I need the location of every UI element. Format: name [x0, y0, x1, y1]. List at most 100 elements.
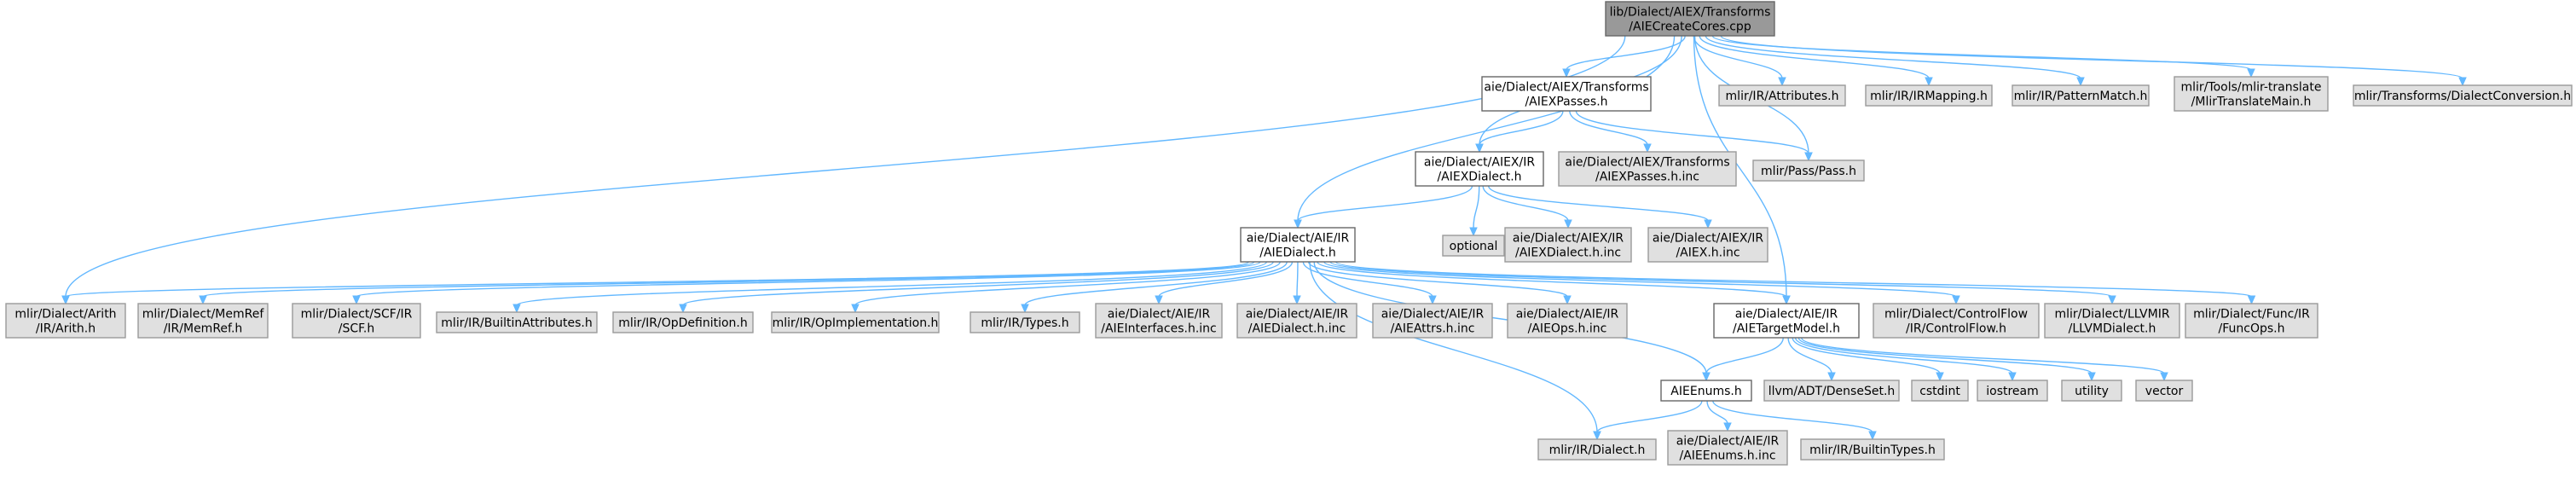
node-box [1537, 438, 1657, 461]
node-label-line: /AIEXDialect.h [1437, 171, 1521, 184]
node-box [1763, 380, 1900, 402]
node-box [970, 311, 1080, 333]
node-irmapping: mlir/IR/IRMapping.h [1865, 84, 1993, 107]
node-aietargetmodel[interactable]: aie/Dialect/AIE/IR/AIETargetModel.h [1713, 303, 1860, 339]
node-types: mlir/IR/Types.h [970, 311, 1080, 333]
node-label-line: aie/Dialect/AIEX/IR [1513, 232, 1624, 246]
node-label-line: mlir/Tools/mlir-translate [2181, 81, 2322, 95]
node-label-line: aie/Dialect/AIE/IR [1381, 308, 1485, 322]
node-root[interactable]: lib/Dialect/AIEX/Transforms/AIECreateCor… [1605, 1, 1775, 37]
node-aiexpasses[interactable]: aie/Dialect/AIEX/Transforms/AIEXPasses.h [1481, 76, 1652, 112]
edge-aiedialect-to-opimplementation [851, 261, 1281, 314]
node-label-line: aie/Dialect/AIE/IR [1516, 308, 1619, 322]
node-aiedialect_inc: aie/Dialect/AIE/IR/AIEDialect.h.inc [1236, 303, 1357, 339]
node-label-line: /AIEX.h.inc [1676, 246, 1740, 260]
edge-aiedialect-to-irdialect [1309, 261, 1601, 441]
node-label-line: aie/Dialect/AIE/IR [1247, 232, 1350, 246]
node-irdialect: mlir/IR/Dialect.h [1537, 438, 1657, 461]
node-cstdint: cstdint [1911, 380, 1969, 402]
node-label-line: /LLVMDialect.h [2069, 322, 2156, 336]
edge-aiedialect-to-aietargetmodel [1317, 261, 1791, 305]
node-label-line: /MlirTranslateMain.h [2191, 96, 2312, 109]
node-label-line: cstdint [1919, 385, 1960, 398]
node-controlflow: mlir/Dialect/ControlFlow/IR/ControlFlow.… [1873, 303, 2040, 339]
node-aiexdialect[interactable]: aie/Dialect/AIEX/IR/AIEXDialect.h [1415, 151, 1544, 187]
node-llvmdialect: mlir/Dialect/LLVMIR/LLVMDialect.h [2044, 303, 2180, 339]
edge-aiexpasses-to-aiexpasses_inc [1569, 110, 1652, 154]
node-box [2135, 380, 2193, 402]
edge-aiexpasses-to-pass [1575, 110, 1813, 162]
node-funcops: mlir/Dialect/Func/IR/FuncOps.h [2185, 303, 2318, 339]
node-pass: mlir/Pass/Pass.h [1752, 159, 1865, 182]
edge-aiedialect-to-memref [199, 261, 1255, 305]
node-label-line: aie/Dialect/AIEX/Transforms [1484, 81, 1648, 95]
edge-aietargetmodel-to-denseset [1787, 337, 1836, 382]
node-label-line: aie/Dialect/AIE/IR [1108, 308, 1211, 322]
node-label-line: aie/Dialect/AIE/IR [1735, 308, 1838, 322]
node-label-line: /AIETargetModel.h [1733, 322, 1840, 336]
edge-aietargetmodel-to-vector [1801, 337, 2168, 382]
node-label-line: mlir/IR/OpDefinition.h [618, 316, 747, 330]
node-aieops_inc: aie/Dialect/AIE/IR/AIEOps.h.inc [1507, 303, 1628, 339]
node-box [1507, 303, 1628, 339]
edge-root-to-arith [61, 35, 1626, 305]
edge-aiedialect-to-controlflow [1323, 261, 1960, 305]
node-box [1752, 159, 1865, 182]
node-box [1442, 235, 1505, 257]
node-opimplementation: mlir/IR/OpImplementation.h [771, 311, 940, 333]
edge-aiexpasses-to-aiexdialect [1475, 110, 1564, 154]
node-box [1800, 438, 1945, 461]
node-box [1911, 380, 1969, 402]
node-dialectconversion: mlir/Transforms/DialectConversion.h [2353, 84, 2573, 107]
node-aiexpasses_inc: aie/Dialect/AIEX/Transforms/AIEXPasses.h… [1558, 151, 1737, 187]
edge-root-to-patternmatch [1705, 35, 2085, 87]
node-label-line: mlir/Pass/Pass.h [1761, 165, 1856, 178]
edge-aietargetmodel-to-cstdint [1792, 337, 1944, 382]
node-label-line: mlir/Dialect/LLVMIR [2054, 308, 2169, 322]
node-aieenums[interactable]: AIEEnums.h [1660, 380, 1752, 402]
node-label-line: mlir/Dialect/Arith [14, 308, 116, 322]
node-label-line: aie/Dialect/AIEX/Transforms [1565, 156, 1729, 170]
edge-root-to-attributes [1693, 35, 1786, 87]
node-builtintypes: mlir/IR/BuiltinTypes.h [1800, 438, 1945, 461]
edge-aiedialect-to-opdefinition [679, 261, 1274, 314]
edge-aiedialect-to-builtinattributes [512, 261, 1268, 314]
edge-aiedialect-to-llvmdialect [1329, 261, 2116, 305]
node-label-line: vector [2145, 385, 2184, 398]
node-denseset: llvm/ADT/DenseSet.h [1763, 380, 1900, 402]
node-box [1415, 151, 1544, 187]
node-aiexdialect_inc: aie/Dialect/AIEX/IR/AIEXDialect.h.inc [1504, 227, 1632, 263]
node-attributes: mlir/IR/Attributes.h [1718, 84, 1846, 107]
node-box [292, 303, 421, 339]
node-box [1713, 303, 1860, 339]
edge-root-to-dialectconversion [1720, 35, 2467, 87]
node-label-line: /AIEXPasses.h [1525, 96, 1607, 109]
node-label-line: mlir/IR/Types.h [981, 316, 1068, 330]
edge-aiexdialect-to-optional [1469, 185, 1480, 237]
node-label-line: /AIEEnums.h.inc [1679, 449, 1775, 463]
node-box [2353, 84, 2573, 107]
node-label-line: mlir/Dialect/ControlFlow [1884, 308, 2028, 322]
node-mlirtranslatemain: mlir/Tools/mlir-translate/MlirTranslateM… [2174, 76, 2329, 112]
node-label-line: /AIEXDialect.h.inc [1515, 246, 1621, 260]
edge-aiedialect-to-aieattrs_inc [1302, 261, 1437, 305]
node-box [1236, 303, 1357, 339]
node-label-line: llvm/ADT/DenseSet.h [1768, 385, 1896, 398]
node-box [771, 311, 940, 333]
edge-aietargetmodel-to-aieenums [1702, 337, 1784, 382]
node-box [1372, 303, 1493, 339]
node-box [1873, 303, 2040, 339]
node-label-line: aie/Dialect/AIE/IR [1676, 435, 1780, 449]
node-box [1558, 151, 1737, 187]
node-label-line: AIEEnums.h [1670, 385, 1741, 398]
node-box [1481, 76, 1652, 112]
edge-aiexdialect-to-aiexdialect_inc [1482, 185, 1572, 229]
node-box [2044, 303, 2180, 339]
node-label-line: mlir/IR/Attributes.h [1726, 90, 1839, 103]
node-label-line: /AIEOps.h.inc [1528, 322, 1607, 336]
node-aiedialect[interactable]: aie/Dialect/AIE/IR/AIEDialect.h [1240, 227, 1356, 263]
edge-aiedialect-to-aieops_inc [1307, 261, 1572, 305]
node-label-line: mlir/Dialect/SCF/IR [301, 308, 413, 322]
edge-layer [61, 35, 2467, 441]
